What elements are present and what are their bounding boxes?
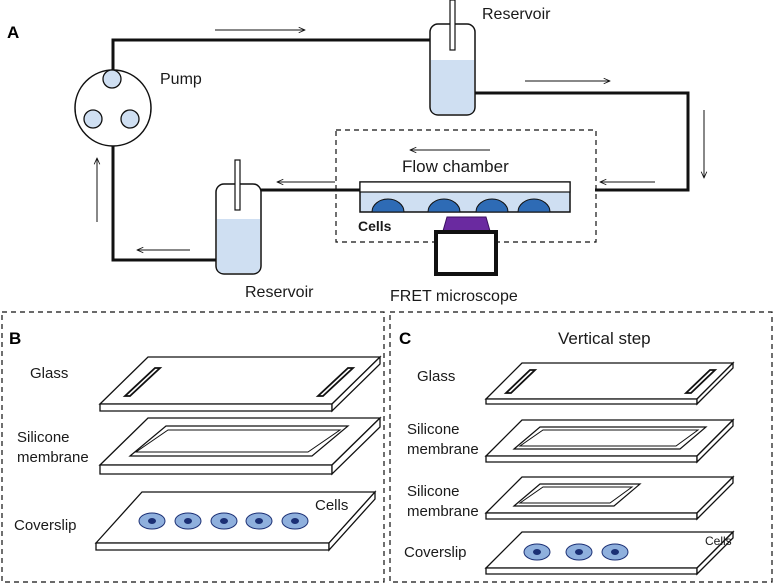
glass-slot-right — [683, 369, 718, 394]
panel-b-silicone-membrane — [98, 416, 382, 476]
flow-chamber-glass — [359, 181, 571, 193]
panel-c-glass-label: Glass — [417, 368, 455, 385]
silicone-opening — [128, 425, 350, 457]
cell-nucleus — [575, 549, 583, 555]
reservoir-top: Reservoir — [429, 0, 551, 116]
glass-slot-right — [315, 367, 356, 397]
panel-b-dashed-box — [1, 311, 385, 583]
chamber-cells-label: Cells — [358, 218, 392, 234]
tube-reservoir-to-pump — [111, 143, 216, 262]
panel-a-letter: A — [7, 23, 19, 42]
panel-c-cells-label: Cells — [705, 534, 732, 548]
cell-nucleus — [255, 518, 263, 524]
flow-chamber-label: Flow chamber — [402, 157, 509, 176]
panel-c: C Vertical step Glass Silicone membrane — [389, 311, 773, 583]
cell-nucleus — [184, 518, 192, 524]
cell-nucleus — [220, 518, 228, 524]
reservoir-top-fluid — [431, 60, 474, 114]
cell-nucleus — [611, 549, 619, 555]
panel-c-silicone-membrane-2 — [484, 475, 735, 521]
tube-pump-to-reservoir — [111, 38, 430, 72]
panel-c-silicone2-label-line2: membrane — [407, 503, 479, 520]
panel-c-coverslip — [484, 530, 735, 576]
panel-c-silicone2-label-line1: Silicone — [407, 483, 460, 500]
panel-b-glass-slide — [98, 355, 382, 413]
panel-b-coverslip-label: Coverslip — [14, 517, 77, 534]
microscope-label: FRET microscope — [390, 288, 518, 305]
pump: Pump — [74, 69, 202, 147]
glass-slot-left — [122, 367, 163, 397]
microscope-body — [434, 230, 498, 276]
panel-c-silicone1-label-line2: membrane — [407, 441, 479, 458]
chamber-cell — [427, 198, 461, 213]
cell-nucleus — [291, 518, 299, 524]
panel-c-glass-slide — [484, 361, 735, 406]
chamber-cell — [475, 198, 509, 213]
reservoir-bottom-tube — [234, 159, 241, 211]
panel-c-title: Vertical step — [558, 329, 651, 348]
reservoir-top-tube — [449, 0, 456, 51]
panel-b-letter: B — [9, 329, 21, 348]
panel-c-silicone1-label-line1: Silicone — [407, 421, 460, 438]
pump-roller-left — [83, 109, 103, 129]
reservoir-top-label: Reservoir — [482, 6, 551, 23]
chamber-cells — [371, 198, 551, 213]
cell-nucleus — [533, 549, 541, 555]
panel-b-cells-label: Cells — [315, 497, 348, 514]
pump-roller-top — [102, 69, 122, 89]
panel-b-silicone-label-line1: Silicone — [17, 429, 70, 446]
tubing-circuit — [111, 38, 690, 262]
chamber-cell — [371, 198, 405, 213]
panel-b-silicone-label-line2: membrane — [17, 449, 89, 466]
panel-c-cells — [523, 543, 629, 561]
reservoir-bottom: Reservoir — [215, 159, 314, 301]
microscope-objective — [442, 216, 491, 232]
pump-label: Pump — [160, 71, 202, 88]
panel-b-glass-label: Glass — [30, 365, 68, 382]
panel-b: B Glass Silicone membrane — [1, 311, 385, 583]
flow-chamber-dashed-box — [335, 129, 597, 243]
glass-slot-left — [503, 369, 538, 394]
panel-c-coverslip-label: Coverslip — [404, 544, 467, 561]
flow-arrows — [97, 30, 704, 250]
panel-c-letter: C — [399, 329, 411, 348]
reservoir-bottom-fluid — [217, 219, 260, 273]
panel-b-coverslip — [94, 490, 377, 552]
panel-c-dashed-box — [389, 311, 773, 583]
panel-a: A Pump — [7, 0, 704, 305]
reservoir-bottom-label: Reservoir — [245, 284, 314, 301]
chamber-cell — [517, 198, 551, 213]
cell-nucleus — [148, 518, 156, 524]
panel-b-cells — [138, 512, 309, 530]
tube-reservoir-to-chamber — [475, 91, 690, 192]
flow-chamber-assembly: Flow chamber Cells FRET microscope — [335, 129, 597, 305]
pump-roller-right — [120, 109, 140, 129]
panel-c-silicone-membrane-1 — [484, 418, 735, 464]
